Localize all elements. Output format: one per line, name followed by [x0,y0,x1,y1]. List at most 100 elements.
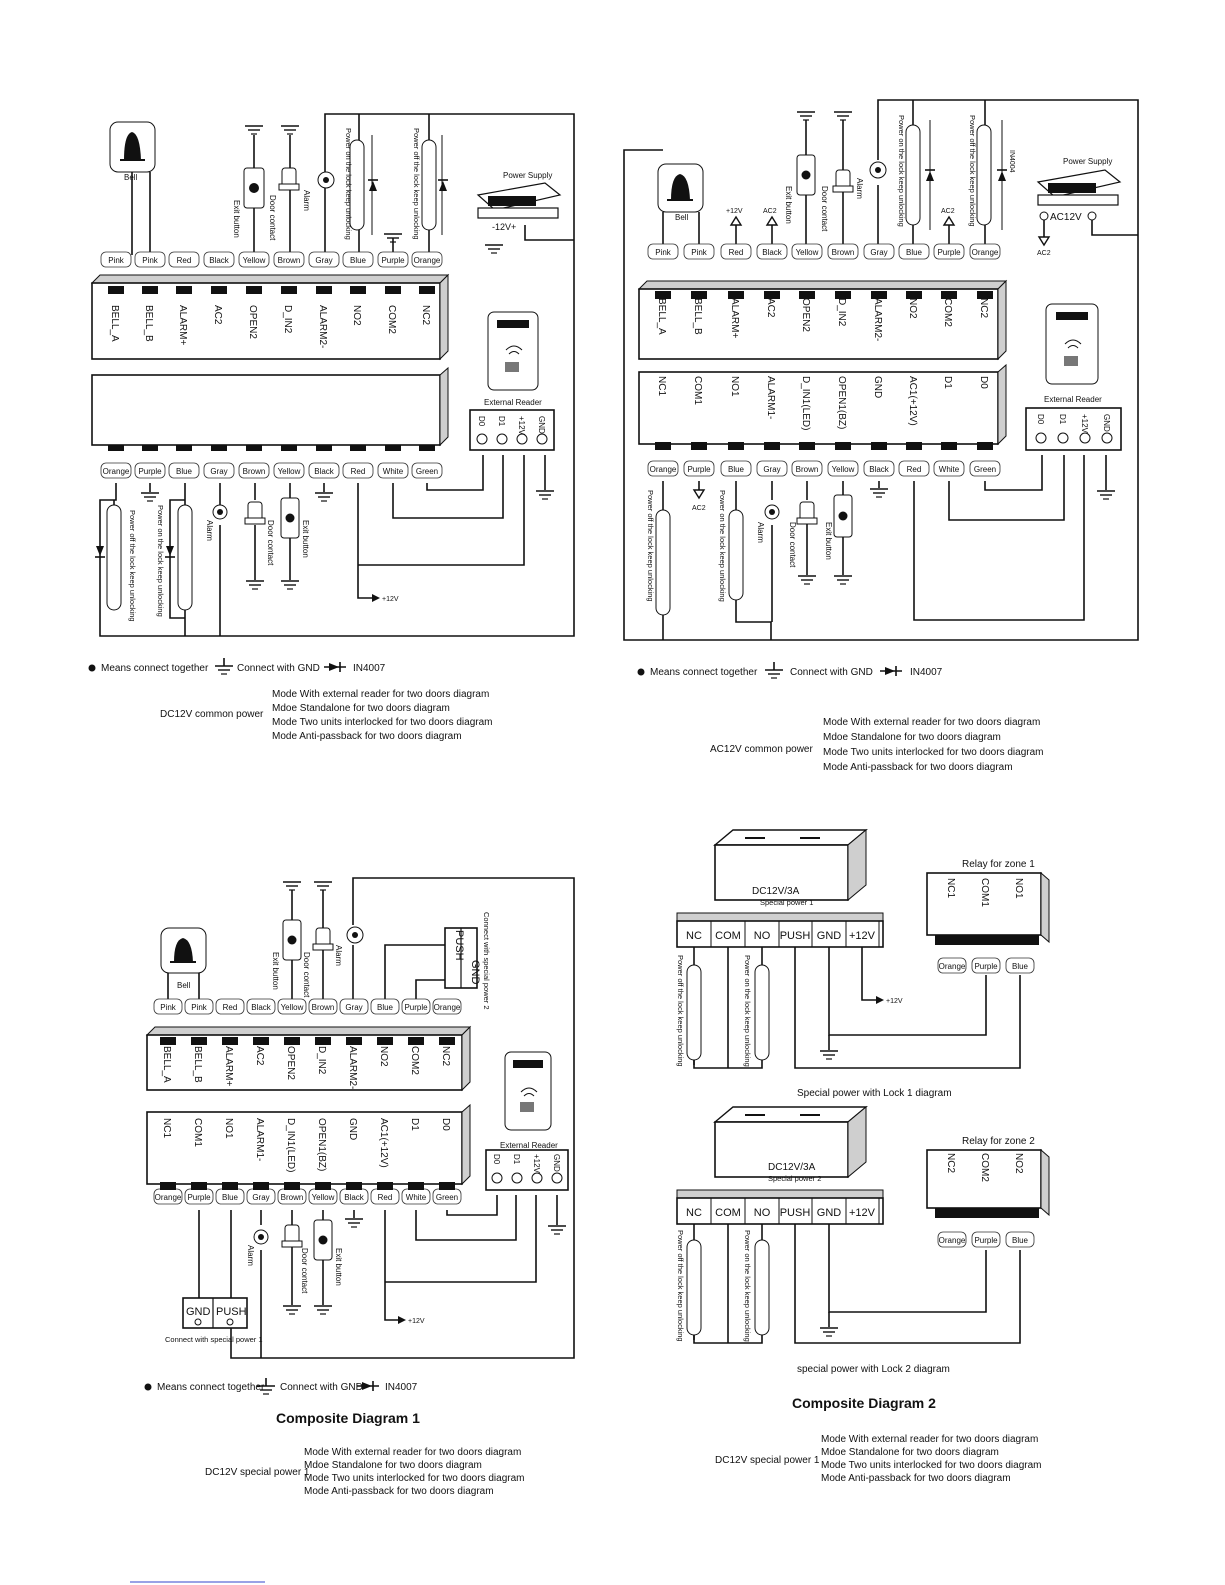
wire-color-pill-frame [756,460,788,477]
wire-color-pill-frame [898,243,930,260]
wire-color-pill-frame [168,462,200,479]
wire-color-pill: Orange [432,998,462,1015]
wire-color-pill: Gray [756,460,788,477]
lock-off-label: Power off the lock keep unlocking [412,128,421,240]
wire-color-label: Blue [906,248,923,257]
external-reader-label: External Reader [500,1141,558,1150]
terminal-screw [977,442,993,450]
terminal-screw [253,1182,269,1190]
door-contact-icon [281,1224,303,1248]
mode-item: Mode Two units interlocked for two doors… [823,747,1043,758]
wire-color-label: White [383,467,404,476]
terminal-screw [691,291,707,299]
terminal-screw [655,291,671,299]
wire-color-pill: Purple [683,460,715,477]
top-terminal-block [90,273,450,361]
terminal-screw [253,1037,269,1045]
terminal-screw [246,286,262,294]
terminal-screw [835,291,851,299]
wire-color-pill-frame [720,243,752,260]
alarm-icon [212,504,228,520]
reader-pin-screw [531,1172,543,1184]
wire-color-pill-frame [827,460,859,477]
wire-color-label: Gray [252,1193,269,1202]
lock-icon [421,139,437,231]
terminal-screw [284,1037,300,1045]
lock-icon [976,124,992,226]
reader-terminal-block [485,1149,569,1191]
wire-color-pill: Green [969,460,1001,477]
wire-color-pill: Blue [1005,1231,1035,1248]
terminal-screw [439,1037,455,1045]
terminal-label: ALARM2- [317,305,328,348]
wire-color-label: Purple [138,467,162,476]
terminal-label: ALARM+ [177,305,188,345]
lock-icon [754,964,770,1061]
ground-icon [313,881,333,891]
wire-color-pill-frame [1005,1231,1035,1248]
relay-pin-label: NO1 [1013,878,1024,899]
wire-color-label: Orange [414,256,441,265]
terminal-screw [439,1182,455,1190]
terminal-screw [346,1182,362,1190]
reader-pin-screw [536,433,548,445]
wire-color-pill-frame [203,462,235,479]
bell-label: Bell [124,173,138,182]
mode-item: Mode Anti-passback for two doors diagram [821,1473,1011,1484]
terminal-screw [764,442,780,450]
terminal-screw [191,1182,207,1190]
wire-color-label: Pink [691,248,708,257]
power-pin-label: +12V [849,1207,876,1219]
wire-color-pill: Blue [370,998,400,1015]
terminal-screw [108,443,124,451]
wire-color-label: Red [907,465,922,474]
reader-pin-screw [496,433,508,445]
bell-icon [657,163,704,213]
wire-color-pill: Black [756,243,788,260]
psu-voltage-label: -12V+ [492,222,516,232]
terminal-label: NC1 [656,376,667,396]
lock-off-label: Power off the lock keep unlocking [968,115,977,227]
terminal-screw [281,443,297,451]
lock-off-label: Power off the lock keep unlocking [646,490,655,602]
wire-color-label: Blue [1012,962,1029,971]
diode-icon [94,545,106,558]
wire-color-label: Blue [1012,1236,1029,1245]
legend-gnd-text: Connect with GND [237,663,320,674]
terminal-label: NC2 [978,298,989,318]
wire-color-pill: Gray [203,462,235,479]
wire-color-pill: Purple [971,1231,1001,1248]
door-contact-label: Door contact [788,522,797,568]
wire-color-pill: Black [246,998,276,1015]
wire-color-pill-frame [411,251,443,268]
terminal-label: D1 [942,376,953,389]
psu-voltage-label: AC12V [1050,212,1082,223]
mode-item: Mode With external reader for two doors … [823,717,1040,728]
terminal-label: ALARM+ [729,298,740,338]
terminal-label: OPEN2 [800,298,811,332]
wire-color-pill-frame [273,462,305,479]
reader-pin-label: +12V [1080,414,1089,434]
ground-icon [833,111,853,121]
wire-color-label: Yellow [312,1193,335,1202]
terminal-label: BELL_B [192,1046,203,1083]
power-supply-icon [1036,169,1122,206]
door-contact-icon [832,169,854,193]
wire-color-label: Yellow [243,256,266,265]
wire-color-pill-frame [168,251,200,268]
terminal-screw [764,291,780,299]
relay-pin-label: NC1 [945,878,956,898]
wire-color-pill-frame [683,243,715,260]
alarm-label: Alarm [205,520,214,541]
relay-pin-label: COM2 [979,1153,990,1182]
wire-color-pill: Black [203,251,235,268]
wire-color-pill-frame [863,243,895,260]
terminal-label: ALARM+ [223,1046,234,1086]
power-pin-label: NC [686,1207,702,1219]
bottom-terminal-block [146,1103,471,1186]
wire-color-label: Yellow [278,467,301,476]
terminal-screw [315,1037,331,1045]
card-reader-icon [504,1051,552,1131]
mode-item: Mode Two units interlocked for two doors… [304,1473,524,1484]
reader-pin-screw [476,433,488,445]
